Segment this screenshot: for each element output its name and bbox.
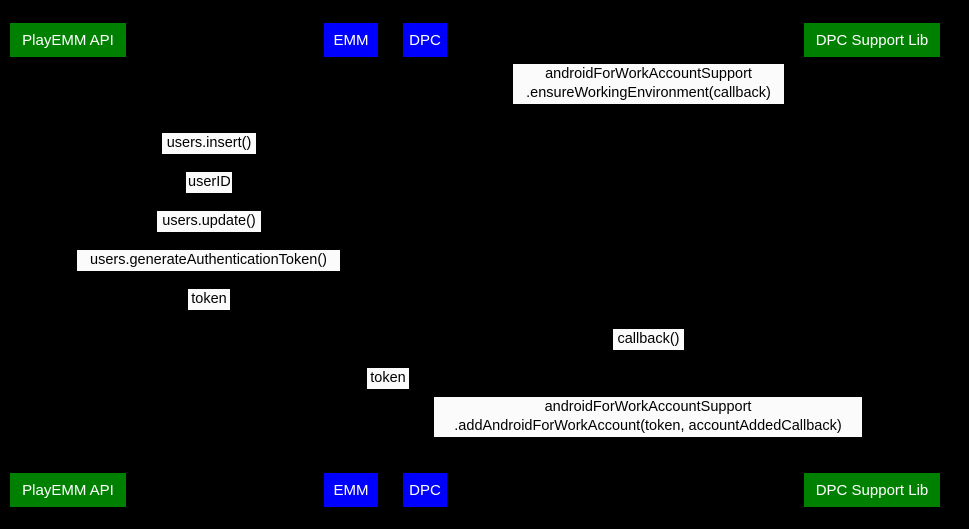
- participant-label-dpc-support-lib-top: DPC Support Lib: [815, 31, 929, 49]
- message-text-token-2: token: [370, 370, 406, 386]
- message-label-callback: callback(): [613, 329, 684, 350]
- message-label-ensure-working-environment: androidForWorkAccountSupport .ensureWork…: [513, 64, 784, 104]
- message-label-users-insert: users.insert(): [162, 133, 256, 154]
- message-text-token-1: token: [191, 291, 227, 307]
- message-label-generate-authentication-token: users.generateAuthenticationToken(): [77, 250, 340, 271]
- participant-label-emm-bottom: EMM: [333, 481, 369, 499]
- participant-label-emm-top: EMM: [333, 31, 369, 49]
- participant-box-dpc-support-lib-bottom[interactable]: DPC Support Lib: [804, 473, 940, 507]
- message-text-users-update: users.update(): [162, 213, 256, 229]
- message-text-users-insert: users.insert(): [166, 135, 252, 151]
- message-label-userid: userID: [186, 172, 232, 193]
- participant-box-playemm-api-bottom[interactable]: PlayEMM API: [10, 473, 126, 507]
- message-text-generate-authentication-token: users.generateAuthenticationToken(): [90, 252, 327, 268]
- message-label-add-android-for-work-account: androidForWorkAccountSupport .addAndroid…: [434, 397, 862, 437]
- message-label-token-1: token: [188, 289, 230, 310]
- message-text-ensure-working-environment: androidForWorkAccountSupport .ensureWork…: [526, 66, 771, 101]
- participant-label-dpc-bottom: DPC: [409, 481, 441, 499]
- participant-label-dpc-support-lib-bottom: DPC Support Lib: [815, 481, 929, 499]
- participant-box-emm-bottom[interactable]: EMM: [324, 473, 378, 507]
- participant-box-dpc-support-lib-top[interactable]: DPC Support Lib: [804, 23, 940, 57]
- participant-label-playemm-api-bottom: PlayEMM API: [22, 481, 114, 499]
- message-label-token-2: token: [367, 368, 409, 389]
- message-label-users-update: users.update(): [157, 211, 261, 232]
- participant-box-emm-top[interactable]: EMM: [324, 23, 378, 57]
- message-text-userid: userID: [188, 174, 231, 190]
- participant-label-dpc-top: DPC: [409, 31, 441, 49]
- message-text-add-android-for-work-account: androidForWorkAccountSupport .addAndroid…: [454, 399, 842, 434]
- participant-box-dpc-bottom[interactable]: DPC: [403, 473, 447, 507]
- participant-box-playemm-api-top[interactable]: PlayEMM API: [10, 23, 126, 57]
- participant-label-playemm-api-top: PlayEMM API: [22, 31, 114, 49]
- participant-box-dpc-top[interactable]: DPC: [403, 23, 447, 57]
- message-text-callback: callback(): [617, 331, 680, 347]
